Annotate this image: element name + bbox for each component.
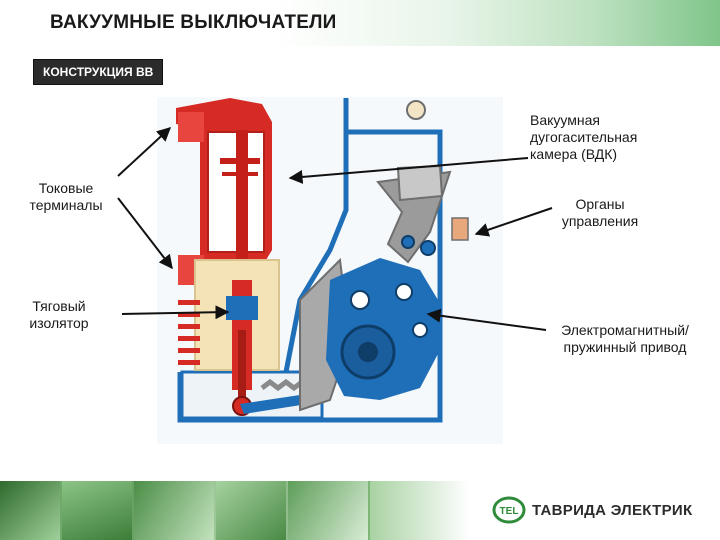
upper-terminal [178, 112, 204, 142]
label-insulator-line2: изолятор [14, 315, 104, 332]
brand-name: ТАВРИДА ЭЛЕКТРИК [532, 502, 692, 519]
label-drive-line1: Электромагнитный/ [540, 322, 710, 339]
label-chamber-line1: Вакуумная [530, 112, 690, 129]
label-terminals: Токовые терминалы [16, 180, 116, 214]
drive-pin-1 [351, 291, 369, 309]
label-controls: Органы управления [550, 196, 650, 230]
product-photos [0, 481, 470, 540]
label-drive: Электромагнитный/ пружинный привод [540, 322, 710, 356]
drive-hub [358, 342, 378, 362]
photo-tile-5 [288, 481, 368, 540]
label-insulator-line1: Тяговый [14, 298, 104, 315]
label-insulator: Тяговый изолятор [14, 298, 104, 332]
label-terminals-line1: Токовые [16, 180, 116, 197]
indicator-knob [407, 101, 425, 119]
tel-logo-icon: TEL [492, 496, 526, 524]
control-plate [398, 166, 442, 200]
control-pivot-2 [402, 236, 414, 248]
photo-tile-4 [216, 481, 286, 540]
photo-tile-1 [0, 481, 60, 540]
control-pivot [421, 241, 435, 255]
label-chamber-line3: камера (ВДК) [530, 146, 690, 163]
contact-disc [220, 158, 260, 164]
svg-text:TEL: TEL [500, 506, 519, 517]
rod-coupling [226, 296, 258, 320]
label-chamber: Вакуумная дугогасительная камера (ВДК) [530, 112, 690, 163]
contact-disc-2 [222, 172, 258, 176]
label-controls-line1: Органы [550, 196, 650, 213]
control-button [452, 218, 468, 240]
photo-tile-2 [62, 481, 132, 540]
label-drive-line2: пружинный привод [540, 339, 710, 356]
drive-pin-2 [396, 284, 412, 300]
brand-logo: TEL ТАВРИДА ЭЛЕКТРИК [492, 495, 692, 525]
photo-tile-3 [134, 481, 214, 540]
drive-pin-3 [413, 323, 427, 337]
photo-tile-6 [370, 481, 470, 540]
label-controls-line2: управления [550, 213, 650, 230]
contact-rod [236, 130, 248, 280]
label-chamber-line2: дугогасительная [530, 129, 690, 146]
label-terminals-line2: терминалы [16, 197, 116, 214]
